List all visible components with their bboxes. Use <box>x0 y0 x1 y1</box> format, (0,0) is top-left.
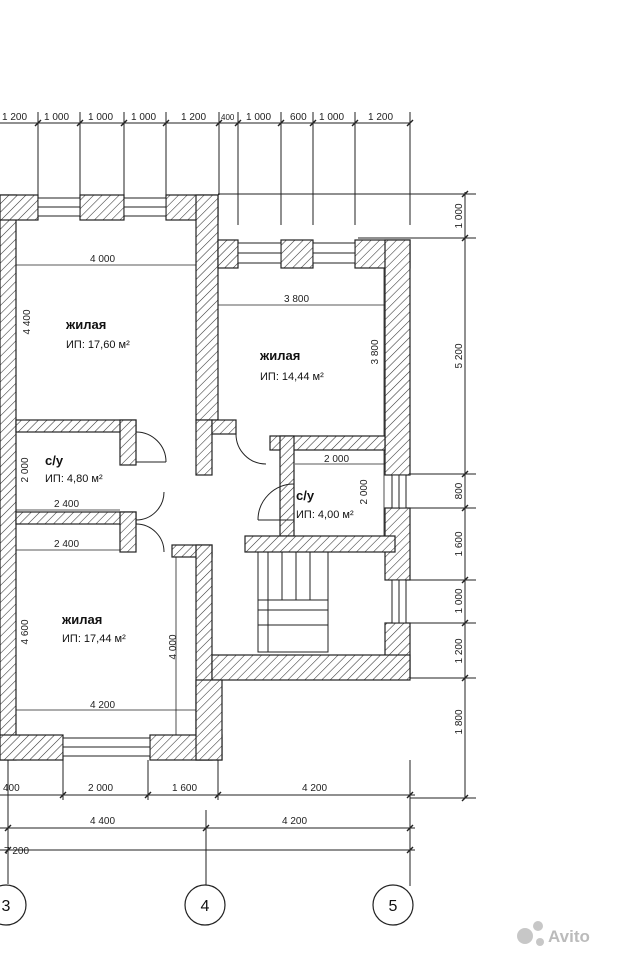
watermark-dot-icon <box>536 938 544 946</box>
door-swings <box>135 431 295 553</box>
axis-5-label: 5 <box>389 898 398 915</box>
room-1-name: жилая <box>65 317 106 332</box>
dim-bottom-total: 7 200 <box>4 846 29 857</box>
dim-top-1: 1 200 <box>2 112 27 123</box>
bottom-dimension-chains: 400 2 000 1 600 4 200 4 400 4 200 7 200 <box>0 760 415 880</box>
dim-top-10: 1 200 <box>368 112 393 123</box>
room-2-area: ИП: 14,44 м² <box>260 371 324 383</box>
dim-right-5: 1 000 <box>454 588 465 613</box>
dim-top-4: 1 000 <box>131 112 156 123</box>
room-3-name: с/у <box>45 453 64 468</box>
dim-bottom-2: 2 000 <box>88 783 113 794</box>
interior-dimension-texts: 4 000 4 400 3 800 3 800 2 000 2 400 2 00… <box>20 254 381 711</box>
room-4-area: ИП: 4,00 м² <box>296 509 354 521</box>
dim-bath1-width: 2 400 <box>54 499 79 510</box>
watermark: Avito <box>517 921 590 946</box>
axis-4-circle <box>184 884 226 926</box>
stairs <box>257 551 329 653</box>
dim-bottom-3: 1 600 <box>172 783 197 794</box>
dim-top-2: 1 000 <box>44 112 69 123</box>
dim-room2-width: 3 800 <box>284 294 309 305</box>
dim-right-4: 1 600 <box>454 531 465 556</box>
dim-bottom-1: 400 <box>3 783 20 794</box>
dim-room3-height-2: 4 000 <box>168 634 179 659</box>
room-2-name: жилая <box>259 348 300 363</box>
dim-top-8: 600 <box>290 112 307 123</box>
windows <box>37 197 407 757</box>
room-labels: жилая ИП: 17,60 м² жилая ИП: 14,44 м² с/… <box>45 317 354 645</box>
axis-4-label: 4 <box>201 898 210 915</box>
room-3-area: ИП: 4,80 м² <box>45 473 103 485</box>
dim-top-9: 1 000 <box>319 112 344 123</box>
dim-right-3: 800 <box>454 482 465 499</box>
dim-room3-width: 4 200 <box>90 700 115 711</box>
dim-right-2: 5 200 <box>454 343 465 368</box>
dim-top-3: 1 000 <box>88 112 113 123</box>
dim-room3-height: 4 600 <box>20 619 31 644</box>
dim-bottom-5: 4 400 <box>90 816 115 827</box>
room-5-area: ИП: 17,44 м² <box>62 633 126 645</box>
dim-top-6: 400 <box>221 113 235 122</box>
watermark-dot-icon <box>533 921 543 931</box>
dim-bath2-height: 2 000 <box>359 479 370 504</box>
room-5-name: жилая <box>61 612 102 627</box>
dim-room2-height: 3 800 <box>370 339 381 364</box>
dim-room1-height: 4 400 <box>22 309 33 334</box>
top-dimension-chain: 1 200 1 000 1 000 1 000 1 200 400 1 000 … <box>0 112 414 225</box>
walls <box>0 194 411 761</box>
room-1-area: ИП: 17,60 м² <box>66 339 130 351</box>
axis-markers: 3 4 5 <box>0 880 414 926</box>
dim-bath2-width: 2 000 <box>324 454 349 465</box>
watermark-text: Avito <box>548 927 590 946</box>
dim-right-6: 1 200 <box>454 638 465 663</box>
dim-top-7: 1 000 <box>246 112 271 123</box>
room-4-name: с/у <box>296 488 315 503</box>
axis-3-label: 3 <box>2 898 11 915</box>
dim-right-7: 1 800 <box>454 709 465 734</box>
dim-right-1: 1 000 <box>454 203 465 228</box>
dim-room3-width-top: 2 400 <box>54 539 79 550</box>
dim-bath1-height: 2 000 <box>20 457 31 482</box>
interior-dimensions <box>15 222 385 735</box>
dim-bottom-6: 4 200 <box>282 816 307 827</box>
axis-3-circle <box>0 884 27 926</box>
dim-room1-width: 4 000 <box>90 254 115 265</box>
axis-5-circle <box>372 884 414 926</box>
dim-bottom-4: 4 200 <box>302 783 327 794</box>
right-dimension-chain: 1 000 5 200 800 1 600 1 000 1 200 1 800 <box>218 190 476 802</box>
dim-top-5: 1 200 <box>181 112 206 123</box>
watermark-dot-icon <box>517 928 533 944</box>
